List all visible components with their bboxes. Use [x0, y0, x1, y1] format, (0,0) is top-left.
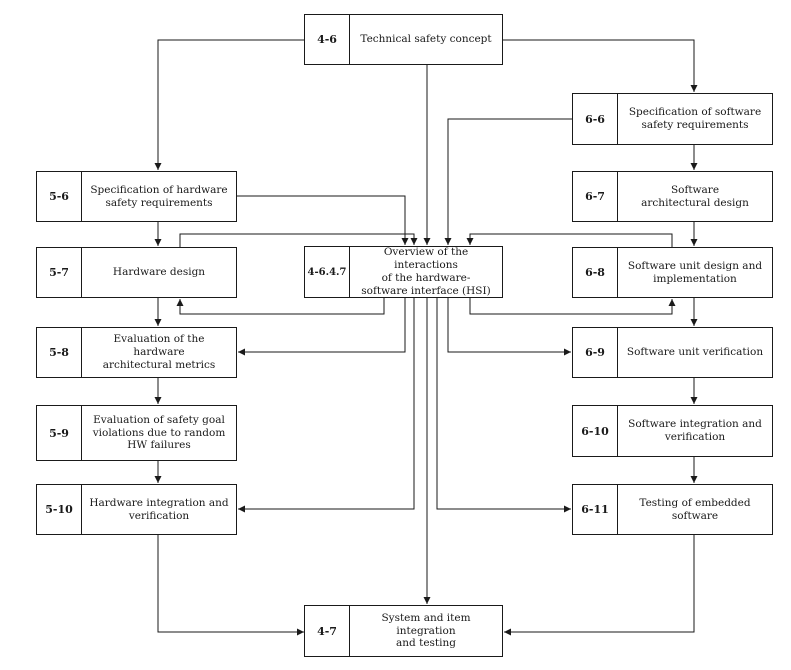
- box-code: 6-7: [573, 172, 618, 221]
- box-safety-goal-violations: 5-9 Evaluation of safety goal violations…: [36, 405, 237, 461]
- box-code: 5-7: [37, 248, 82, 297]
- box-code: 5-10: [37, 485, 82, 534]
- arrow-hsi-to-hw-metrics: [238, 298, 406, 356]
- box-software-safety-requirements: 6-6 Specification of software safety req…: [572, 93, 773, 145]
- box-code: 4-6.4.7: [305, 247, 350, 297]
- box-hardware-safety-requirements: 5-6 Specification of hardware safety req…: [36, 171, 237, 222]
- box-label: Testing of embedded software: [639, 496, 751, 522]
- box-label: Software integration and verification: [628, 418, 762, 443]
- box-software-unit-verification: 6-9 Software unit verification: [572, 327, 773, 378]
- arrow-hsi-to-sw-testing: [436, 298, 571, 513]
- arrow-hw-req-to-hsi: [237, 195, 409, 245]
- box-technical-safety-concept: 4-6 Technical safety concept: [304, 14, 503, 65]
- box-label: Software unit verification: [626, 346, 764, 359]
- arrow-hw-integration-to-system: [157, 535, 304, 636]
- arrow-sw-req-to-hsi: [444, 118, 572, 245]
- arrow-tsc-to-sw-req: [503, 39, 698, 92]
- box-label: Technical safety concept: [360, 33, 492, 46]
- arrow-hw-design-to-hsi: [179, 233, 418, 247]
- box-label: Hardware integration and verification: [89, 496, 229, 522]
- box-software-unit-design: 6-8 Software unit design and implementat…: [572, 247, 773, 298]
- arrow-hsi-to-sw-design: [469, 298, 676, 315]
- box-code: 6-6: [573, 94, 618, 144]
- box-code: 6-9: [573, 328, 618, 377]
- arrow-hsi-to-sw-unit-verif: [447, 298, 571, 356]
- arrow-sw-design-to-hsi: [466, 233, 673, 247]
- box-code: 5-9: [37, 406, 82, 460]
- box-code: 6-10: [573, 406, 618, 456]
- box-software-architectural-design: 6-7 Software architectural design: [572, 171, 773, 222]
- box-software-integration-verification: 6-10 Software integration and verificati…: [572, 405, 773, 457]
- box-code: 6-8: [573, 248, 618, 297]
- box-hsi-overview: 4-6.4.7 Overview of the interactions of …: [304, 246, 503, 298]
- box-label: Hardware design: [112, 266, 206, 279]
- box-label: Software architectural design: [641, 183, 749, 209]
- box-code: 4-6: [305, 15, 350, 64]
- arrow-tsc-to-hw-req: [154, 39, 304, 170]
- box-code: 5-6: [37, 172, 82, 221]
- box-label: Evaluation of the hardware architectural…: [102, 333, 216, 371]
- box-testing-embedded-software: 6-11 Testing of embedded software: [572, 484, 773, 535]
- box-label: Overview of the interactions of the hard…: [361, 246, 491, 297]
- box-label: System and item integration and testing: [381, 611, 471, 650]
- box-hardware-design: 5-7 Hardware design: [36, 247, 237, 298]
- box-code: 4-7: [305, 606, 350, 656]
- arrow-hsi-to-hw-design: [176, 298, 385, 315]
- box-code: 5-8: [37, 328, 82, 377]
- box-label: Specification of software safety require…: [628, 106, 762, 131]
- box-label: Specification of hardware safety require…: [90, 183, 228, 209]
- box-hardware-architectural-metrics: 5-8 Evaluation of the hardware architect…: [36, 327, 237, 378]
- arrow-hsi-to-hw-integration: [238, 298, 415, 513]
- arrow-sw-testing-to-system: [504, 535, 695, 636]
- box-code: 6-11: [573, 485, 618, 534]
- box-system-item-integration: 4-7 System and item integration and test…: [304, 605, 503, 657]
- box-hardware-integration-verification: 5-10 Hardware integration and verificati…: [36, 484, 237, 535]
- box-label: Evaluation of safety goal violations due…: [92, 413, 226, 452]
- box-label: Software unit design and implementation: [627, 259, 763, 285]
